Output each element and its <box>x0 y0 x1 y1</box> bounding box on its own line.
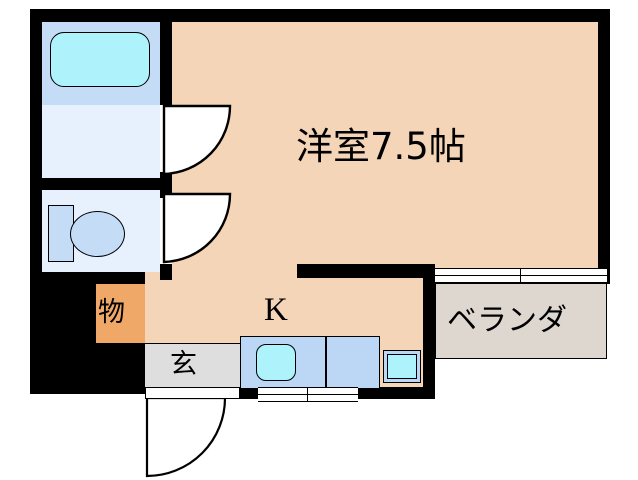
main-room-label: 洋室7.5帖 <box>296 125 466 168</box>
veranda-sliding-door-tick <box>520 268 522 283</box>
wall-kitchen-right <box>423 264 435 399</box>
wall-wet-right-lower <box>160 264 172 280</box>
wall-bath-washroom <box>41 178 172 190</box>
wall-right-outer <box>598 9 610 273</box>
entrance-threshold <box>145 387 240 399</box>
wall-wet-right-upper <box>160 9 172 105</box>
wall-bottom-left <box>30 343 145 394</box>
entrance-door[interactable] <box>145 396 237 478</box>
wall-top <box>30 9 610 22</box>
veranda-label: ベランダ <box>447 303 567 338</box>
veranda-floor <box>435 283 607 359</box>
genkan-label: 玄 <box>170 349 197 380</box>
washroom-floor <box>41 105 160 180</box>
toilet-door[interactable] <box>160 192 232 264</box>
kitchen-window-tick <box>307 387 309 402</box>
storage-label: 物 <box>98 297 125 328</box>
sink-icon <box>256 344 296 381</box>
bathtub-icon <box>50 32 150 87</box>
counter-divider <box>325 336 327 389</box>
genkan-floor <box>145 343 240 388</box>
kitchen-label: K <box>264 292 288 328</box>
stove-inner <box>387 354 417 379</box>
bath-door[interactable] <box>160 104 232 176</box>
toilet-bowl-icon <box>70 211 125 257</box>
wall-room-kitchen <box>297 264 435 278</box>
bath-door-jamb-top <box>160 100 172 105</box>
main-room-floor <box>172 22 602 272</box>
storage-floor <box>95 280 145 343</box>
